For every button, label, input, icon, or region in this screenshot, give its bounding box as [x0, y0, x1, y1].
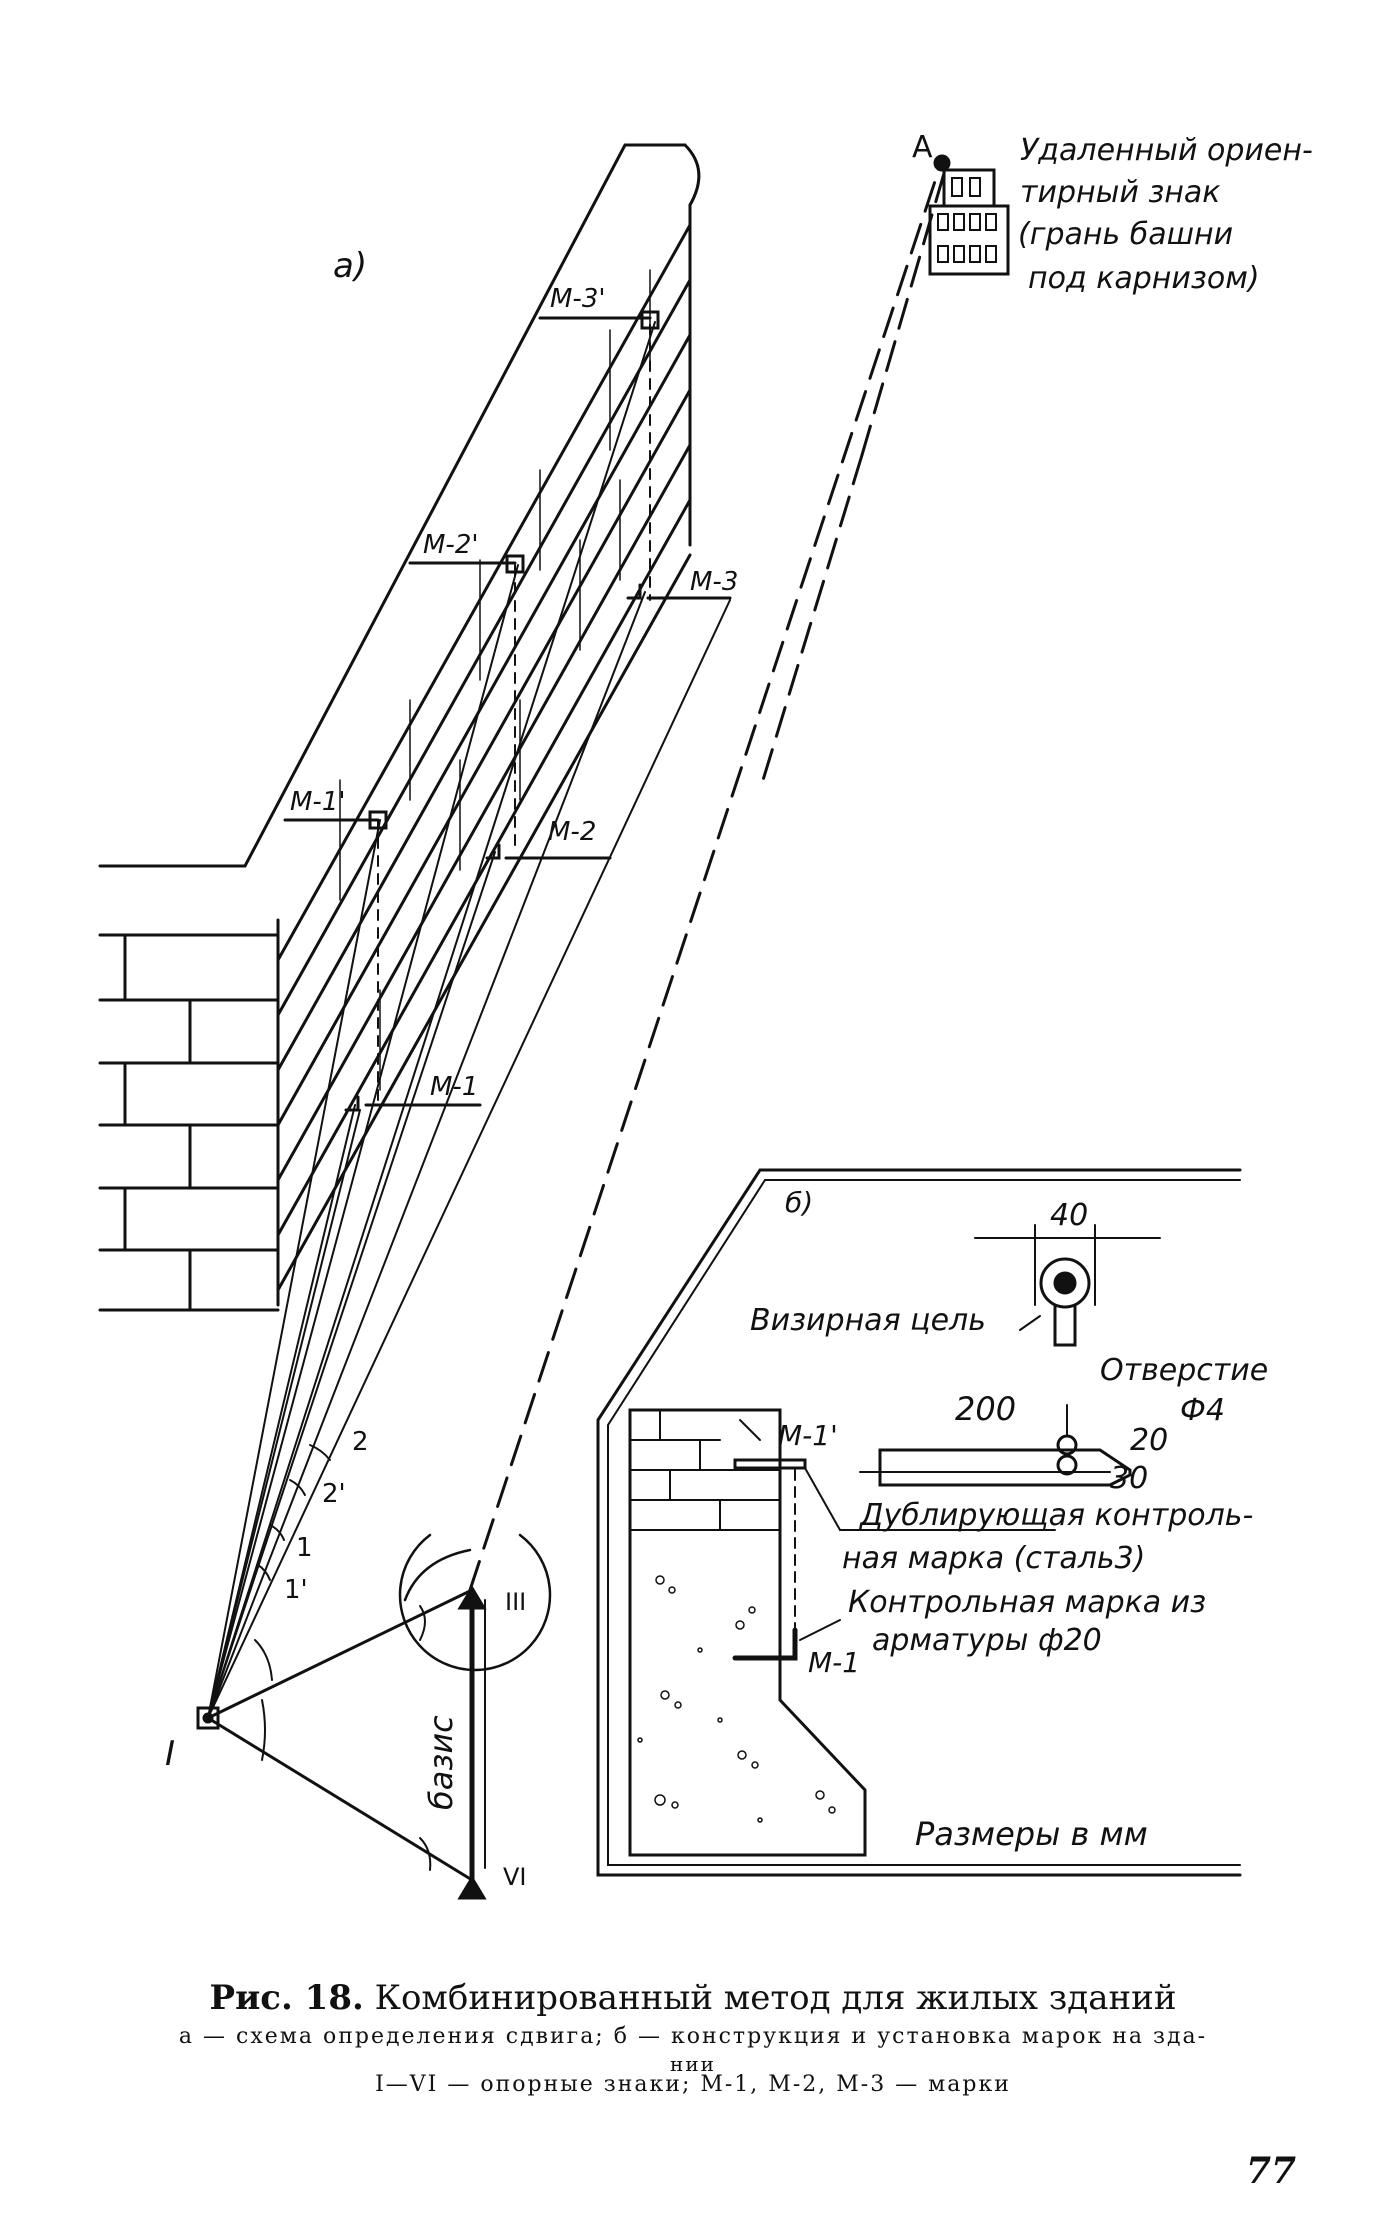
sight-lines	[207, 321, 731, 1719]
mark-m2-label: М-2	[548, 817, 596, 847]
part-b-label: б)	[785, 1186, 813, 1219]
angle-1p-label: 1'	[284, 1575, 308, 1605]
sight-target-label: Визирная цель	[750, 1303, 986, 1338]
station-i-marker	[196, 1706, 220, 1730]
dim-40-label: 40	[1050, 1198, 1088, 1233]
building-wall	[98, 143, 701, 1312]
remote-target-line-3: (грань башни	[1018, 217, 1233, 252]
dim-20-label: 20	[1130, 1423, 1168, 1458]
angle-2p-label: 2'	[322, 1479, 346, 1509]
remote-target-line-1: Удаленный ориен-	[1020, 133, 1313, 168]
mark-m1p-label: М-1'	[290, 787, 346, 817]
station-network	[196, 1444, 552, 1900]
station-vi-marker	[457, 1875, 487, 1900]
detail-panel	[596, 1168, 1242, 1877]
remote-target	[928, 154, 1010, 276]
mark-m3p	[640, 310, 660, 330]
part-a-label: а)	[333, 246, 367, 286]
basis-label: базис	[422, 1715, 460, 1810]
detail-m1p-label: М-1'	[778, 1419, 838, 1452]
station-iii-marker	[457, 1585, 487, 1610]
figure-18-diagram: а) A Удаленный ориен- тирный знак (грань…	[98, 130, 1313, 1900]
figure-title: Комбинированный метод для жилых зданий	[374, 1978, 1177, 2018]
figure-number: Рис. 18.	[209, 1978, 364, 2018]
remote-target-line-4: под карнизом)	[1028, 261, 1260, 296]
dup-mark-line-1: Дублирующая контроль-	[858, 1498, 1253, 1533]
figure-caption-title: Рис. 18. Комбинированный метод для жилых…	[0, 1978, 1386, 2018]
remote-target-line-2: тирный знак	[1020, 175, 1220, 210]
caption-line-a: а — схема определения сдвига; б — констр…	[178, 2024, 1208, 2049]
point-a	[933, 154, 951, 172]
mark-m1-label: М-1	[430, 1072, 478, 1102]
mark-m3	[626, 583, 642, 600]
point-a-label: A	[912, 130, 933, 165]
caption-line-a-cont: нии	[670, 2052, 716, 2076]
dim-30-label: 30	[1110, 1461, 1148, 1496]
caption-line-b: I—VI — опорные знаки; М-1, М-2, М-3 — ма…	[375, 2072, 1011, 2097]
station-vi-label: VI	[503, 1863, 527, 1891]
hole-line-2: Ф4	[1180, 1393, 1225, 1428]
mark-m2	[485, 843, 501, 860]
mark-m3-label: М-3	[690, 567, 738, 597]
dup-mark-line-2: ная марка (сталь3)	[842, 1541, 1145, 1576]
angle-2-label: 2	[352, 1427, 369, 1457]
units-label: Размеры в мм	[915, 1815, 1148, 1853]
mark-m2p-label: М-2'	[423, 530, 479, 560]
hole-line-1: Отверстие	[1100, 1353, 1268, 1388]
station-i-label: I	[165, 1734, 175, 1774]
ctrl-mark-line-1: Контрольная марка из	[848, 1585, 1206, 1620]
page-number: 77	[1246, 2150, 1297, 2192]
station-iii-label: III	[505, 1588, 526, 1616]
angle-1-label: 1	[296, 1533, 313, 1563]
detail-m1-label: М-1	[808, 1646, 860, 1679]
mark-m1	[344, 1095, 360, 1112]
wall-marks	[283, 310, 732, 1112]
ctrl-mark-line-2: арматуры ф20	[872, 1623, 1102, 1658]
dim-200-label: 200	[955, 1390, 1016, 1428]
mark-m3p-label: М-3'	[550, 284, 606, 314]
